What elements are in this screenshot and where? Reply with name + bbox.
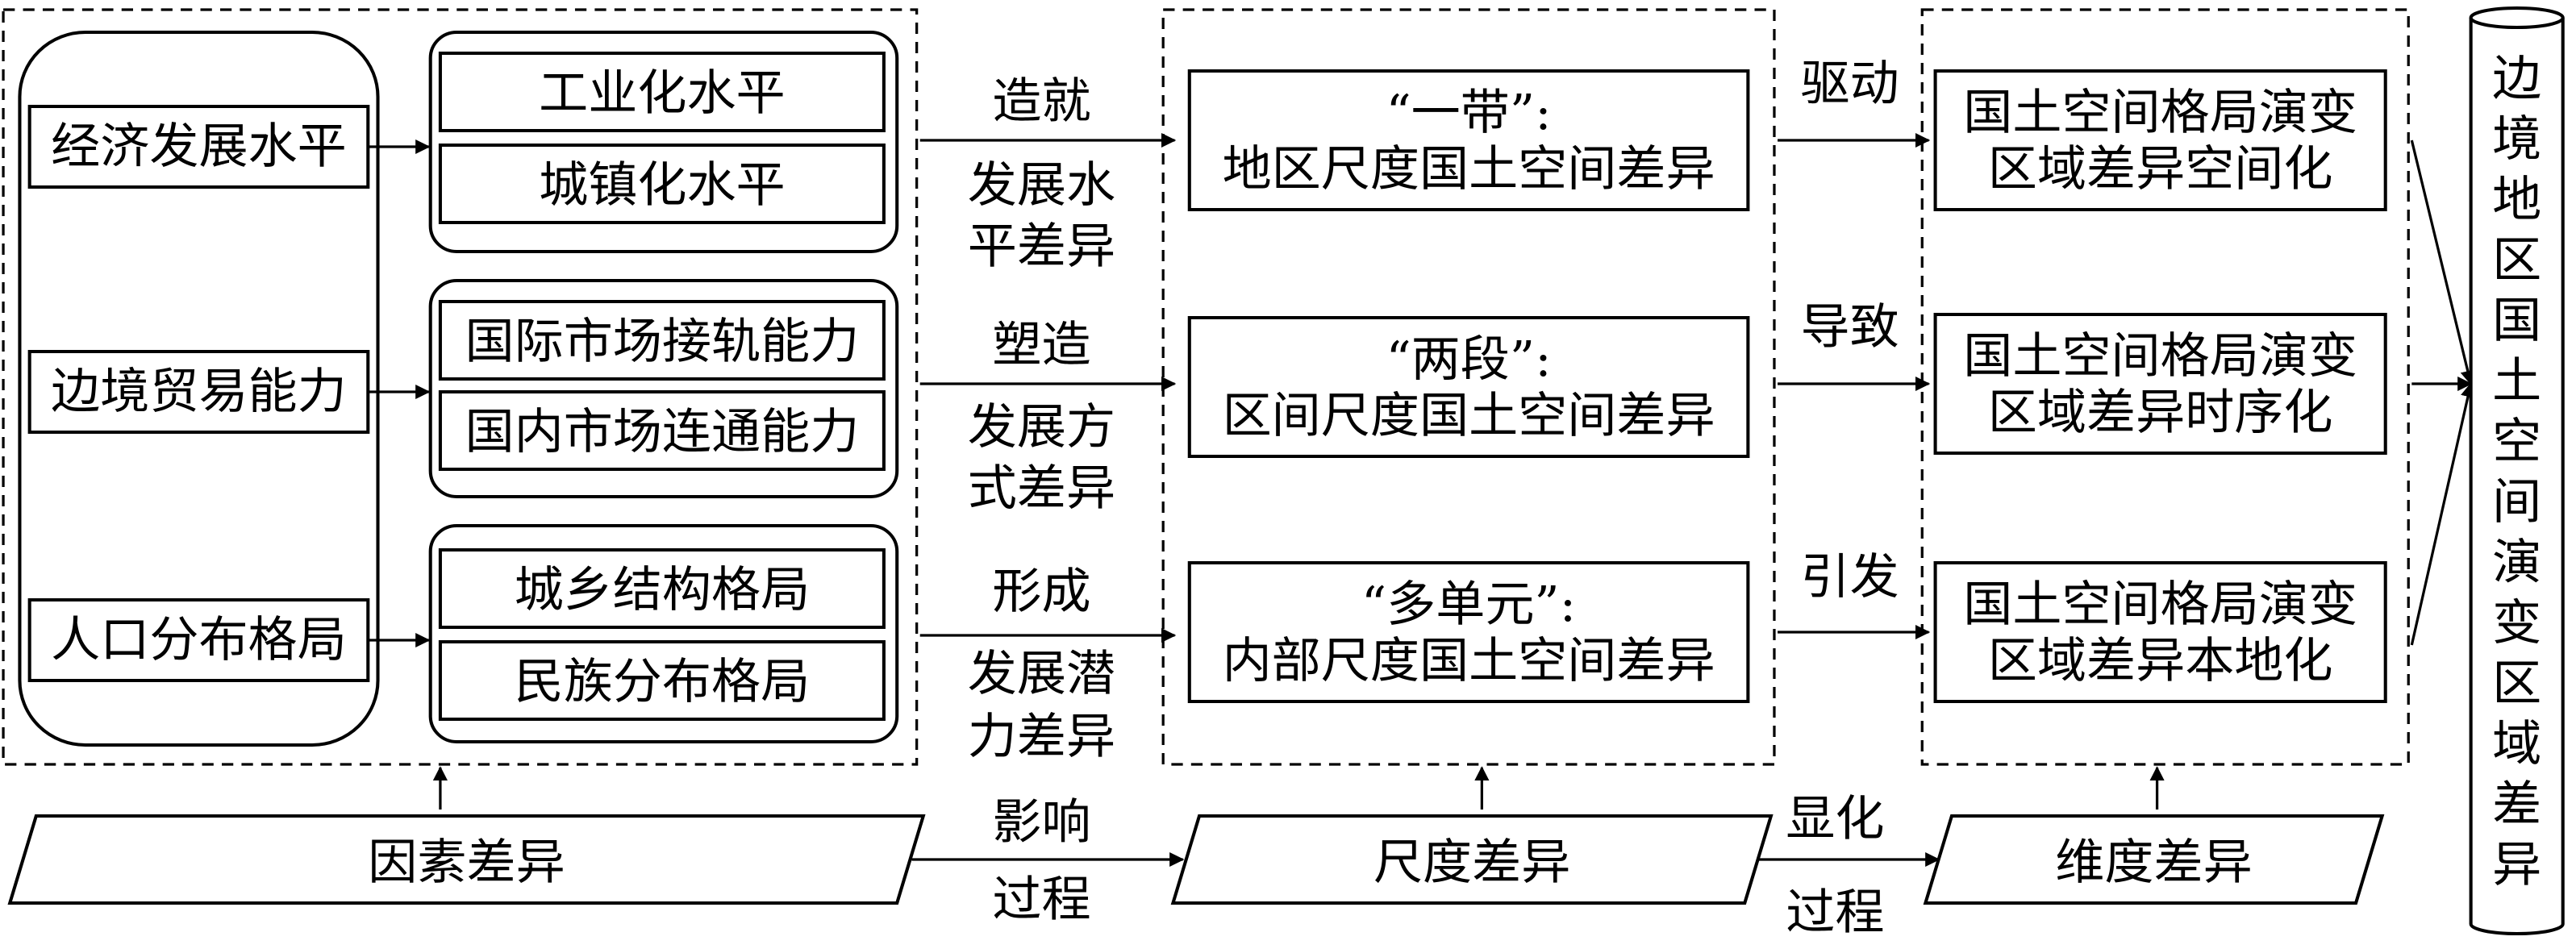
transition1-result-2a: 发展方 [968,400,1115,456]
subfactor-box-domestic-market [438,390,886,471]
result-char: 域 [2492,717,2541,772]
subfactor-box-urbanization [438,144,886,224]
result-char: 演 [2492,535,2541,591]
factor-box-border-trade [27,350,370,434]
result-char: 土 [2492,354,2541,410]
result-char: 变 [2492,596,2541,651]
result-char: 国 [2492,293,2541,349]
subfactor-label-international-market: 国际市场接轨能力 [465,314,860,370]
result-char: 间 [2492,475,2541,531]
factor-label-population: 人口分布格局 [51,613,347,668]
subfactor-label-urbanization: 城镇化水平 [539,158,785,214]
scale-title-2: “两段”: [1386,332,1551,388]
bottom-link2-top: 显化 [1786,792,1884,847]
result-char: 空 [2492,414,2541,470]
scale-title-1: “一带”: [1386,85,1551,141]
subfactor-box-urban-rural [438,548,886,629]
transition1-result-3b: 力差异 [968,710,1115,765]
bottom-link1-bottom: 过程 [992,872,1090,928]
bottom-link1-top: 影响 [992,795,1090,851]
scale-desc-2: 区间尺度国土空间差异 [1223,389,1715,444]
transition1-result-1a: 发展水 [968,158,1115,214]
transition1-verb-3: 形成 [992,564,1090,620]
transition2-verb-1: 驱动 [1801,56,1899,112]
transition1-result-1b: 平差异 [968,219,1115,275]
arrow-converge-1 [2410,139,2475,385]
dimension-diff-box [1923,814,2385,905]
result-char: 异 [2492,838,2541,893]
dimension-line-2a: 国土空间格局演变 [1963,329,2357,385]
result-char: 区 [2492,233,2541,289]
result-char: 差 [2492,777,2541,833]
dimension-line-2b: 区域差异时序化 [1988,385,2333,441]
subfactor-box-ethnic [438,640,886,721]
scale-diff-label: 尺度差异 [1373,835,1570,891]
subfactor-box-international-market [438,300,886,381]
transition1-verb-2: 塑造 [992,318,1090,373]
subfactor-label-urban-rural: 城乡结构格局 [515,563,811,618]
result-cylinder-top [2469,6,2565,29]
scale-title-3: “多单元”: [1361,577,1576,633]
dimension-line-3a: 国土空间格局演变 [1963,577,2357,633]
scale-desc-1: 地区尺度国土空间差异 [1223,142,1715,198]
dimension-diff-label: 维度差异 [2055,835,2252,891]
subfactor-label-domestic-market: 国内市场连通能力 [465,405,860,460]
result-char: 边 [2492,52,2541,107]
scale-desc-3: 内部尺度国土空间差异 [1223,634,1715,689]
factor-label-border-trade: 边境贸易能力 [51,364,347,420]
transition1-verb-1: 造就 [992,74,1090,130]
dimension-line-1b: 区域差异空间化 [1988,142,2333,198]
factor-diff-box [7,814,926,905]
factor-box-population [27,598,370,682]
factor-label-economy: 经济发展水平 [51,119,347,175]
result-char: 区 [2492,656,2541,712]
dimension-box-3 [1933,561,2387,703]
subfactor-label-industrialization: 工业化水平 [539,66,785,122]
dimension-box-2 [1933,313,2387,455]
factor-group-frame [2,8,919,766]
factor-diff-label: 因素差异 [368,835,565,891]
transition1-result-3a: 发展潜 [968,647,1115,702]
result-char: 境 [2492,112,2541,168]
transition1-result-2b: 式差异 [968,461,1115,517]
factor-box-economy [27,105,370,189]
dimension-box-1 [1933,69,2387,211]
transition2-verb-3: 引发 [1801,550,1899,606]
scale-box-1 [1187,69,1750,211]
result-cylinder [2469,18,2565,935]
arrow-converge-3 [2410,382,2476,646]
transition2-verb-2: 导致 [1801,300,1899,356]
subfactor-box-industrialization [438,52,886,132]
dimension-line-3b: 区域差异本地化 [1988,634,2333,689]
dimension-line-1a: 国土空间格局演变 [1963,85,2357,141]
result-char: 地 [2492,173,2541,228]
scale-box-2 [1187,316,1750,458]
bottom-link2-bottom: 过程 [1786,885,1884,941]
subfactor-label-ethnic: 民族分布格局 [515,655,811,710]
scale-diff-box [1170,814,1774,905]
scale-box-3 [1187,561,1750,703]
dimension-group-frame [1920,8,2410,766]
